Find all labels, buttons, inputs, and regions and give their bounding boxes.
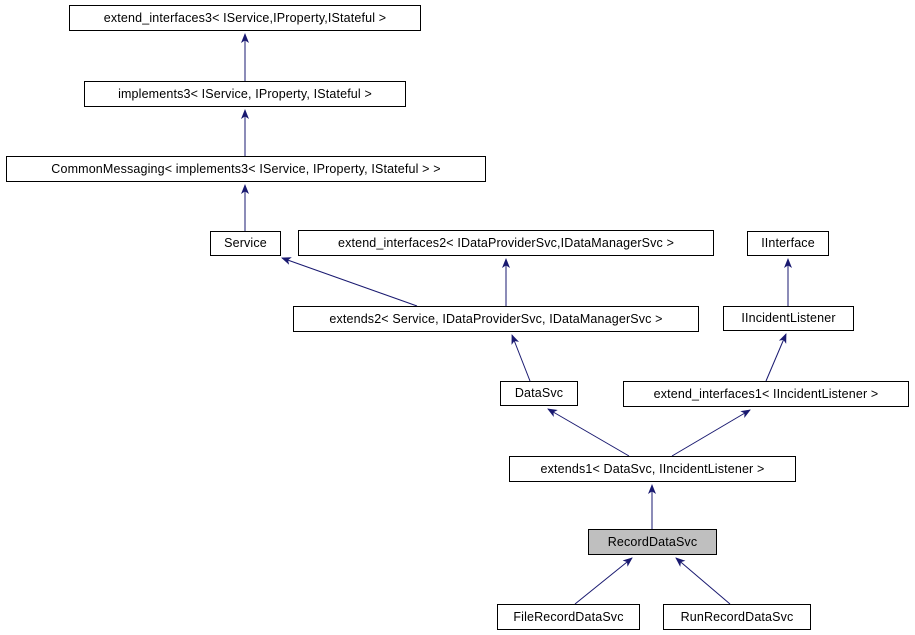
class-node-label: extend_interfaces2< IDataProviderSvc,IDa… — [337, 235, 675, 250]
inheritance-edge — [281, 257, 418, 307]
inheritance-edge — [547, 408, 630, 457]
class-node-label: implements3< IService, IProperty, IState… — [118, 86, 372, 101]
class-node-extend_interfaces1[interactable]: extend_interfaces1< IIncidentListener > — [623, 381, 909, 407]
inheritance-edge — [574, 557, 633, 605]
class-node-service[interactable]: Service — [210, 231, 281, 256]
class-node-filerecorddatasvc[interactable]: FileRecordDataSvc — [497, 604, 640, 630]
class-node-implements3[interactable]: implements3< IService, IProperty, IState… — [84, 81, 406, 107]
inheritance-edge — [765, 333, 787, 382]
class-node-label: IInterface — [761, 236, 815, 251]
class-node-commonmessaging[interactable]: CommonMessaging< implements3< IService, … — [6, 156, 486, 182]
class-node-runrecorddatasvc[interactable]: RunRecordDataSvc — [663, 604, 811, 630]
inheritance-edge — [675, 557, 731, 605]
class-node-iincidentlistener[interactable]: IIncidentListener — [723, 306, 854, 331]
class-node-label: CommonMessaging< implements3< IService, … — [51, 161, 441, 176]
class-node-label: extends2< Service, IDataProviderSvc, IDa… — [329, 311, 663, 326]
class-node-extends2[interactable]: extends2< Service, IDataProviderSvc, IDa… — [293, 306, 699, 332]
class-node-iinterface[interactable]: IInterface — [747, 231, 829, 256]
class-node-label: IIncidentListener — [741, 311, 836, 326]
class-node-extend_interfaces2[interactable]: extend_interfaces2< IDataProviderSvc,IDa… — [298, 230, 714, 256]
class-node-label: FileRecordDataSvc — [513, 609, 624, 624]
class-node-recorddatasvc[interactable]: RecordDataSvc — [588, 529, 717, 555]
class-node-label: extends1< DataSvc, IIncidentListener > — [540, 461, 765, 476]
class-node-extends1[interactable]: extends1< DataSvc, IIncidentListener > — [509, 456, 796, 482]
inheritance-edge — [671, 409, 751, 457]
class-node-label: Service — [224, 236, 267, 251]
inheritance-edge — [511, 334, 531, 382]
class-node-label: RecordDataSvc — [607, 534, 698, 549]
class-node-label: extend_interfaces3< IService,IProperty,I… — [103, 10, 387, 25]
class-node-label: RunRecordDataSvc — [680, 609, 794, 624]
class-node-label: extend_interfaces1< IIncidentListener > — [653, 386, 879, 401]
class-node-extend_interfaces3[interactable]: extend_interfaces3< IService,IProperty,I… — [69, 5, 421, 31]
class-node-label: DataSvc — [514, 386, 564, 401]
class-node-datasvc[interactable]: DataSvc — [500, 381, 578, 406]
